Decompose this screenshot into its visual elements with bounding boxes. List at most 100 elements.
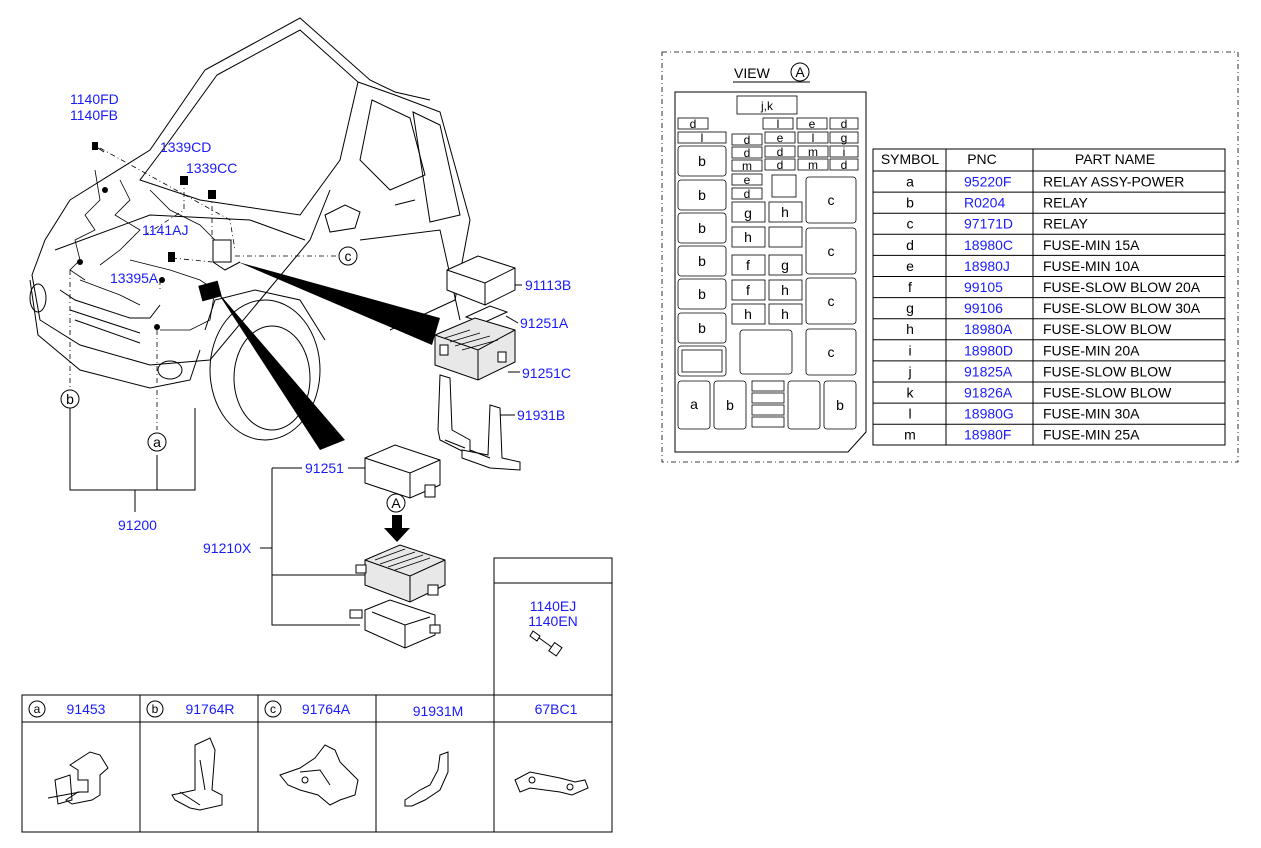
svg-text:i: i (843, 145, 846, 159)
legend-symbol: d (906, 237, 914, 253)
svg-text:h: h (781, 306, 789, 322)
svg-text:j,k: j,k (760, 99, 774, 113)
bottom-pnc-91764A[interactable]: 91764A (302, 701, 351, 717)
callout-91200[interactable]: 91200 (118, 517, 157, 533)
callout-13395A[interactable]: 13395A (110, 270, 159, 286)
fuse-box-body (355, 544, 446, 603)
view-a-arrow: A (384, 493, 410, 542)
legend-pnc-link[interactable]: 18980C (964, 237, 1013, 253)
relay-b-column: b b b b b b (677, 145, 727, 377)
part-sketch-91931M (404, 751, 449, 807)
callout-1339CD[interactable]: 1339CD (160, 139, 211, 155)
svg-text:a: a (690, 396, 698, 412)
legend-pnc-link[interactable]: 91825A (964, 363, 1013, 379)
callout-91251[interactable]: 91251 (305, 460, 344, 476)
legend-part-name: FUSE-SLOW BLOW 30A (1043, 300, 1201, 316)
legend-part-name: FUSE-MIN 25A (1043, 427, 1140, 443)
legend-pnc-link[interactable]: 18980D (964, 342, 1013, 358)
svg-text:a: a (34, 702, 41, 716)
legend-part-name: FUSE-SLOW BLOW 20A (1043, 279, 1201, 295)
marker-a: a (147, 432, 167, 452)
slow-blow-column: g h h f g f h h h (731, 201, 803, 375)
svg-text:b: b (152, 702, 159, 716)
marker-b: b (60, 389, 80, 409)
svg-text:b: b (66, 391, 74, 407)
fuse-box-cover (364, 444, 441, 499)
legend-pnc-link[interactable]: 97171D (964, 216, 1013, 232)
svg-text:e: e (809, 117, 816, 131)
svg-text:d: d (841, 158, 848, 172)
legend-symbol: j (907, 363, 911, 379)
callout-91251C[interactable]: 91251C (522, 365, 571, 381)
svg-text:b: b (726, 397, 734, 413)
legend-pnc-link[interactable]: 18980J (964, 258, 1010, 274)
legend-pnc-link[interactable]: 18980F (964, 427, 1011, 443)
svg-text:d: d (777, 158, 784, 172)
legend-symbol: m (904, 427, 916, 443)
legend-symbol: l (908, 406, 911, 422)
part-sketch-91453 (47, 751, 109, 805)
callout-1339CC[interactable]: 1339CC (186, 160, 237, 176)
legend-pnc-link[interactable]: 18980A (964, 321, 1013, 337)
callout-1140FD[interactable]: 1140FD (70, 91, 119, 107)
legend-part-name: RELAY (1043, 216, 1089, 232)
svg-text:h: h (744, 306, 752, 322)
svg-text:g: g (781, 257, 789, 273)
relay-box-bracket (437, 374, 521, 471)
svg-text:b: b (698, 153, 706, 169)
svg-text:b: b (698, 320, 706, 336)
svg-text:h: h (781, 282, 789, 298)
bottom-cell-b: b 91764R (146, 700, 235, 718)
legend-pnc-link[interactable]: 91826A (964, 385, 1013, 401)
svg-text:d: d (777, 145, 784, 159)
legend-pnc-link[interactable]: 18980G (964, 406, 1014, 422)
legend-part-name: FUSE-SLOW BLOW (1043, 363, 1172, 379)
svg-text:c: c (270, 702, 276, 716)
callout-1140EJ[interactable]: 1140EJ (530, 598, 576, 614)
svg-text:g: g (841, 131, 848, 145)
callout-1141AJ[interactable]: 1141AJ (142, 222, 188, 238)
legend-symbol: c (907, 216, 914, 232)
small-fuse-grid: d e l g d d m i m d m d e d (731, 131, 859, 201)
bottom-pnc-67BC1[interactable]: 67BC1 (535, 701, 578, 717)
svg-text:a: a (153, 434, 161, 450)
view-a-panel: VIEW A j,k d l l e d d e l g d d m i (661, 51, 1239, 463)
legend-header-part-name: PART NAME (1075, 151, 1155, 167)
callout-1140EN[interactable]: 1140EN (528, 613, 578, 629)
vehicle-illustration (29, 17, 471, 441)
callout-91931B[interactable]: 91931B (517, 407, 565, 423)
legend-header-pnc: PNC (967, 151, 997, 167)
marker-c: c (338, 246, 358, 266)
legend-symbol: f (908, 279, 912, 295)
bottom-pnc-91931M[interactable]: 91931M (413, 703, 464, 719)
callout-91113B[interactable]: 91113B (525, 277, 571, 293)
legend-symbol: e (906, 258, 914, 274)
legend-part-name: FUSE-MIN 15A (1043, 237, 1140, 253)
legend-pnc-link[interactable]: 99106 (964, 300, 1003, 316)
svg-text:d: d (744, 187, 751, 201)
legend-pnc-link[interactable]: 99105 (964, 279, 1003, 295)
bottom-pnc-91764R[interactable]: 91764R (185, 701, 234, 717)
callout-91251A[interactable]: 91251A (520, 315, 569, 331)
svg-text:m: m (808, 145, 818, 159)
svg-text:b: b (698, 220, 706, 236)
svg-text:e: e (777, 131, 784, 145)
callout-91210X[interactable]: 91210X (203, 540, 252, 556)
svg-text:b: b (698, 286, 706, 302)
svg-text:d: d (690, 117, 697, 131)
legend-header-symbol: SYMBOL (881, 151, 940, 167)
callout-1140FB[interactable]: 1140FB (70, 107, 118, 123)
leader-wedge-relay-box (238, 262, 440, 345)
bottom-pnc-91453[interactable]: 91453 (67, 701, 106, 717)
relay-c-column: c c c c (805, 176, 857, 376)
legend-pnc-link[interactable]: 95220F (964, 174, 1011, 190)
part-sketch-67BC1 (514, 771, 589, 796)
svg-text:f: f (746, 282, 750, 298)
svg-text:d: d (744, 146, 751, 160)
svg-text:c: c (828, 293, 835, 309)
legend-pnc-link[interactable]: R0204 (964, 195, 1005, 211)
svg-text:m: m (742, 159, 752, 173)
svg-text:h: h (781, 204, 789, 220)
